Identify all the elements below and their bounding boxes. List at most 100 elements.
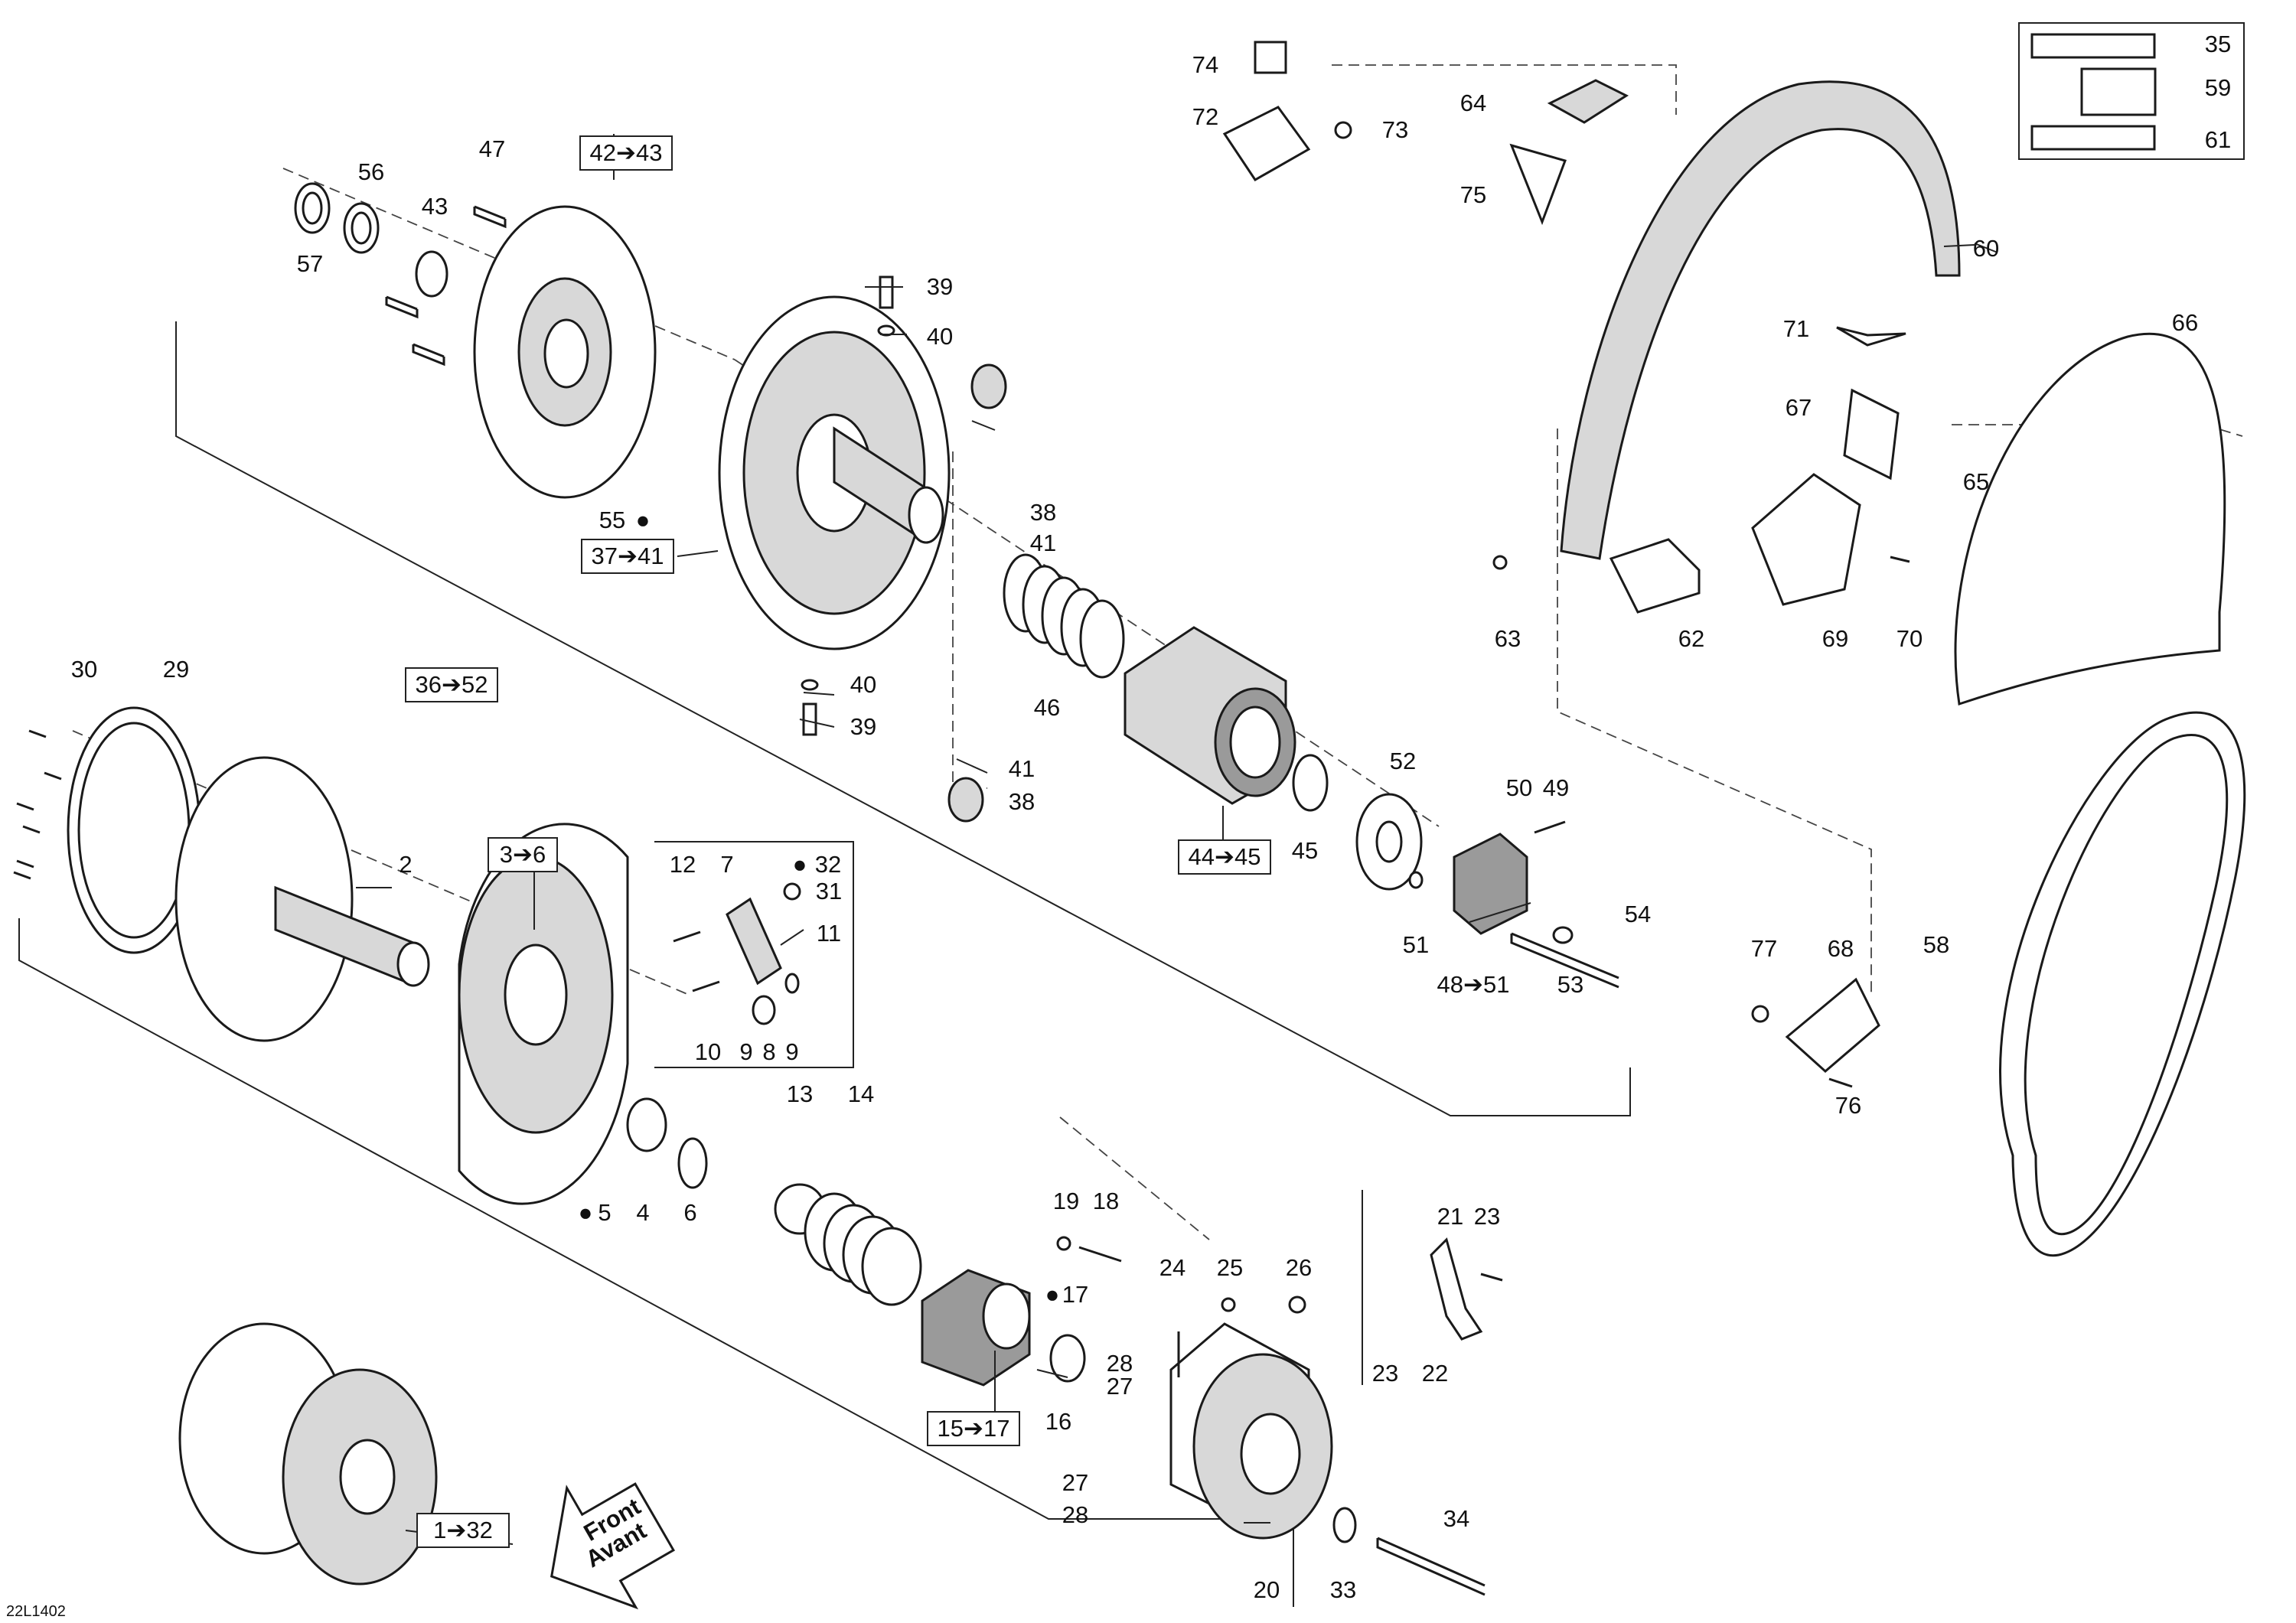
callout-23a: 23 (1474, 1203, 1500, 1230)
callout-45: 45 (1292, 837, 1318, 864)
callout-7: 7 (720, 851, 733, 878)
callout-5: 5 (598, 1199, 611, 1226)
label-61 (2030, 125, 2156, 151)
callout-60: 60 (1973, 235, 1999, 262)
fixed-sheave-2 (174, 756, 354, 1042)
callout-2: 2 (399, 851, 412, 878)
slider-38-bottom (947, 777, 984, 823)
label-74 (1254, 41, 1287, 74)
bracket-62 (1609, 538, 1701, 614)
bracket-72 (1222, 106, 1311, 181)
callout-68: 68 (1828, 935, 1854, 962)
callout-39b: 39 (850, 713, 876, 740)
callout-22: 22 (1422, 1360, 1448, 1387)
callout-36-52: 36➔52 (416, 671, 488, 698)
callout-55: 55 (599, 507, 625, 533)
callout-48-51: 48➔51 (1437, 971, 1510, 998)
callout-32: 32 (815, 851, 841, 878)
callout-37-41: 37➔41 (592, 543, 664, 569)
ring-43 (415, 250, 448, 298)
callout-64: 64 (1460, 90, 1486, 116)
callout-35: 35 (2205, 31, 2231, 57)
lever-21 (1430, 1237, 1483, 1341)
callout-19: 19 (1053, 1188, 1079, 1214)
callout-box-42-43 (579, 135, 673, 171)
bolt-47 (473, 205, 507, 229)
callout-box-1-32 (416, 1513, 510, 1548)
callout-9a: 9 (739, 1038, 752, 1065)
callout-27b: 27 (1062, 1469, 1088, 1496)
callout-11: 11 (817, 920, 841, 947)
callout-42-43: 42➔43 (590, 139, 663, 166)
callout-24: 24 (1159, 1254, 1186, 1281)
damper-48 (1453, 833, 1528, 935)
callout-56: 56 (358, 158, 384, 185)
callout-62: 62 (1678, 625, 1704, 652)
washer-53 (1552, 926, 1574, 944)
screw-11 (780, 929, 804, 946)
callout-26: 26 (1286, 1254, 1312, 1281)
callout-38a: 38 (1030, 499, 1056, 526)
callout-75: 75 (1460, 181, 1486, 208)
callout-65: 65 (1963, 468, 1989, 495)
callout-69: 69 (1822, 625, 1848, 652)
handle-64 (1547, 79, 1629, 124)
callout-30: 30 (71, 656, 97, 683)
callout-77: 77 (1751, 935, 1777, 962)
callout-28b: 28 (1062, 1501, 1088, 1528)
callout-21: 21 (1437, 1203, 1463, 1230)
lever-7 (726, 897, 782, 986)
callout-box-44-45 (1178, 839, 1271, 875)
nut-63 (1492, 555, 1508, 570)
callout-4: 4 (636, 1199, 649, 1226)
callout-46: 46 (1034, 694, 1060, 721)
callout-box-36-52 (405, 667, 498, 702)
diagram-id: 22L1402 (6, 1603, 66, 1620)
screw-76 (1828, 1077, 1853, 1088)
screw-18 (1078, 1246, 1122, 1263)
callout-71: 71 (1783, 315, 1809, 342)
callout-12: 12 (670, 851, 696, 878)
callout-73: 73 (1382, 116, 1408, 143)
nut-77 (1751, 1005, 1769, 1023)
callout-box-3-6 (488, 837, 558, 872)
guard-60 (1560, 80, 1961, 560)
oil-symbol-55: ● (636, 507, 651, 533)
callout-41b: 41 (1009, 755, 1035, 782)
screw-70 (1890, 556, 1910, 563)
front-direction-arrow (550, 1482, 676, 1610)
pin-12 (673, 930, 701, 943)
callout-18: 18 (1093, 1188, 1119, 1214)
clip-75 (1509, 143, 1567, 226)
nut-26 (1288, 1295, 1306, 1314)
callout-70: 70 (1896, 625, 1923, 652)
washer-33 (1332, 1507, 1357, 1543)
callout-33: 33 (1330, 1576, 1356, 1603)
callout-14: 14 (848, 1080, 874, 1107)
cover-65 (1954, 332, 2226, 706)
nut-25 (1221, 1297, 1236, 1312)
callout-29: 29 (163, 656, 189, 683)
pin-10 (692, 980, 720, 992)
bushing-4 (626, 1097, 667, 1152)
callout-box-15-17 (927, 1411, 1020, 1446)
callout-23b: 23 (1372, 1360, 1398, 1387)
callout-25: 25 (1217, 1254, 1243, 1281)
oil-symbol-5: ● (579, 1199, 593, 1226)
callout-8: 8 (762, 1038, 775, 1065)
screws-30 (13, 729, 62, 880)
callout-27a: 27 (1107, 1373, 1133, 1400)
callout-61: 61 (2205, 126, 2231, 153)
bolt-34 (1376, 1537, 1486, 1596)
callout-51: 51 (1403, 931, 1429, 958)
screw-39-bottom (802, 702, 817, 736)
callout-39a: 39 (927, 273, 953, 300)
nut-31 (783, 882, 801, 901)
bolt-54 (1510, 932, 1619, 989)
callout-57: 57 (297, 250, 323, 277)
spring-14 (804, 1192, 922, 1306)
labels-box (2018, 22, 2245, 160)
callout-3-6: 3➔6 (500, 841, 546, 868)
callout-76: 76 (1835, 1092, 1861, 1119)
